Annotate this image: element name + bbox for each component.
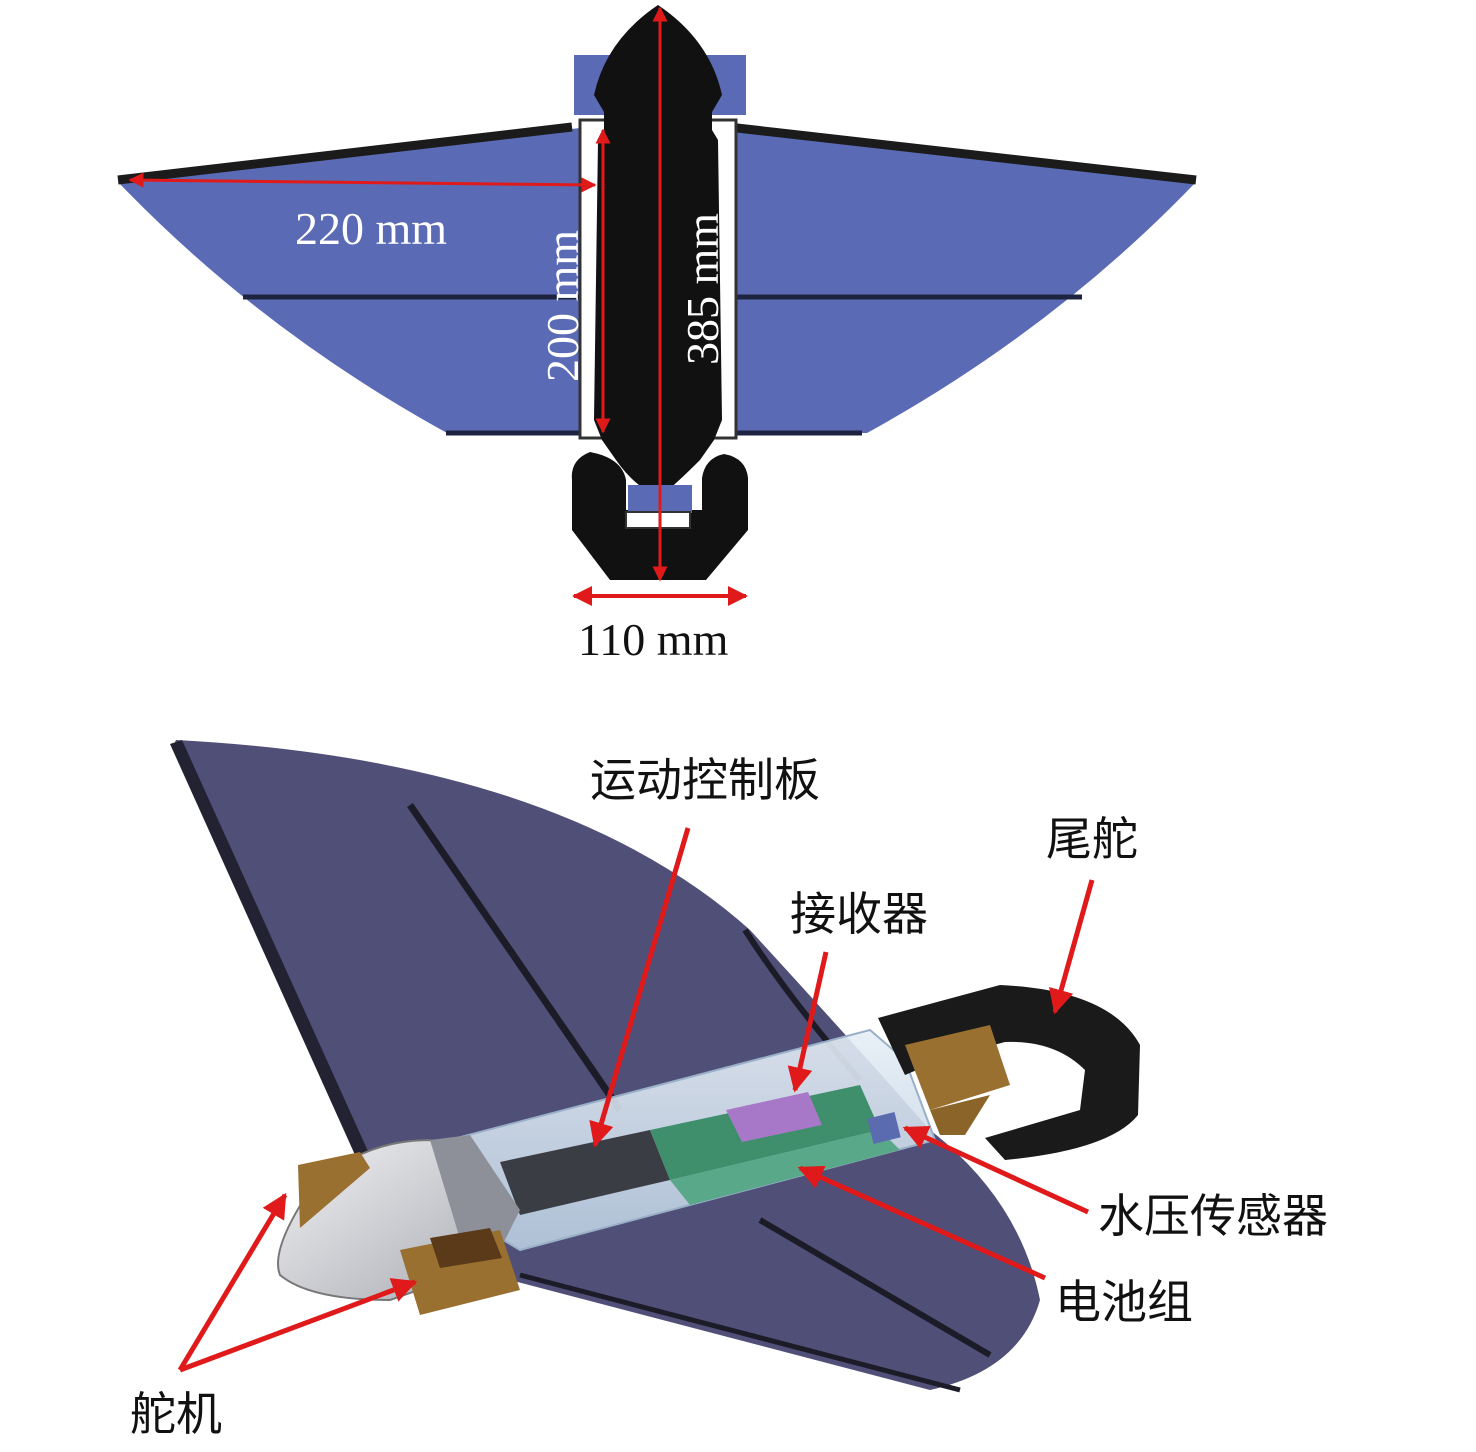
label-receiver: 接收器 — [790, 887, 928, 941]
iso-servo-left — [298, 1152, 370, 1228]
iso-receiver — [726, 1092, 822, 1142]
iso-battery-lower — [670, 1130, 900, 1205]
arrow-receiver — [787, 951, 829, 1093]
iso-wing-seam-3 — [758, 1217, 992, 1358]
left-wing-leading-edge — [117, 122, 573, 185]
iso-motion-board — [500, 1130, 670, 1215]
label-servo: 舵机 — [130, 1387, 222, 1441]
right-wing — [714, 128, 1196, 433]
iso-wing-trailing-edge — [519, 1272, 961, 1393]
iso-wing-leading-edge — [170, 740, 372, 1166]
dim-length-label: 385 mm — [677, 213, 728, 365]
iso-servo-right-detail — [430, 1228, 502, 1268]
iso-pressure-sensor — [867, 1111, 901, 1145]
iso-wing — [175, 740, 1040, 1390]
dim-body-label: 200 mm — [537, 230, 588, 382]
dim-tail-label: 110 mm — [578, 614, 729, 665]
arrow-pressure-sensor — [902, 1125, 1090, 1215]
dim-span-label: 220 mm — [295, 203, 447, 254]
arrow-motion-board — [589, 827, 691, 1148]
right-wing-leading-edge — [727, 122, 1197, 185]
tail-slot — [625, 511, 691, 529]
label-motion-board: 运动控制板 — [590, 753, 820, 807]
arrow-servo-1 — [177, 1192, 288, 1372]
iso-wing-seam-1 — [407, 803, 623, 1112]
arrow-servo-2 — [179, 1278, 418, 1373]
arrow-battery — [797, 1165, 1047, 1281]
label-battery: 电池组 — [1055, 1275, 1193, 1329]
top-view: 220 mm 200 mm 385 mm 110 mm — [117, 5, 1197, 665]
iso-tail-servo — [905, 1025, 1010, 1110]
arrow-tail-rudder — [1049, 879, 1095, 1015]
iso-tail-servo-lower — [930, 1095, 990, 1135]
iso-tail-c — [878, 985, 1140, 1160]
dim-span-arrow — [128, 172, 597, 193]
left-wing — [118, 128, 600, 433]
label-tail-rudder: 尾舵 — [1046, 812, 1138, 866]
iso-view: 运动控制板 尾舵 接收器 水压传感器 电池组 舵机 — [130, 740, 1328, 1441]
label-pressure-sensor: 水压传感器 — [1098, 1189, 1328, 1243]
